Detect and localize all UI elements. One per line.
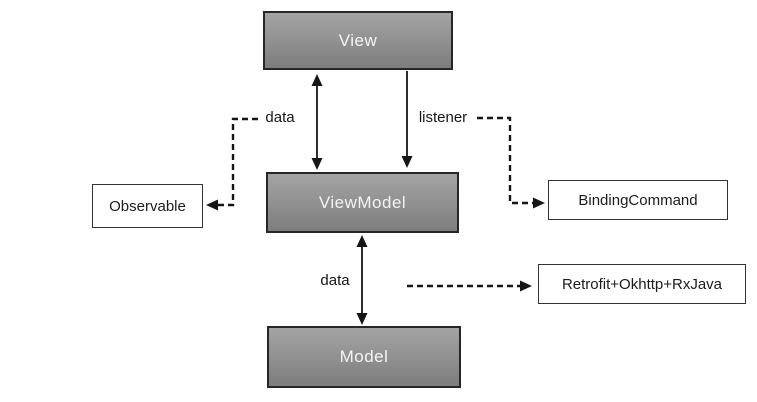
data-observable-dashed-arrow: [206, 117, 258, 211]
bindingcommand-node-label: BindingCommand: [578, 191, 698, 209]
listener-bindingcommand-dashed-arrow: [477, 116, 545, 209]
retrofit-node-label: Retrofit+Okhttp+RxJava: [561, 275, 723, 293]
model-retrofit-dashed-arrow: [407, 280, 532, 292]
viewmodel-node: ViewModel: [266, 172, 459, 233]
edge-label-listener: listener: [418, 109, 468, 126]
observable-node-label: Observable: [109, 197, 186, 215]
edge-label-data-viewmodel-model: data: [320, 272, 350, 289]
viewmodel-node-label: ViewModel: [318, 192, 407, 212]
edge-label-data-view-viewmodel: data: [265, 109, 295, 126]
model-node: Model: [267, 326, 461, 388]
bindingcommand-node: BindingCommand: [548, 180, 728, 220]
view-viewmodel-double-arrow: [311, 74, 323, 170]
retrofit-node: Retrofit+Okhttp+RxJava: [538, 264, 746, 304]
observable-node: Observable: [92, 184, 203, 228]
view-node: View: [263, 11, 453, 70]
model-node-label: Model: [339, 347, 389, 366]
view-node-label: View: [338, 30, 378, 50]
